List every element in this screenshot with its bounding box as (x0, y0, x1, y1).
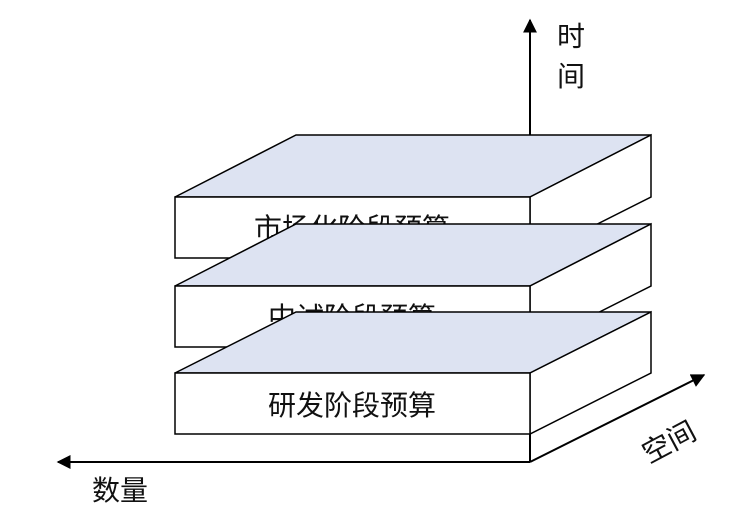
quantity-axis-label: 数量 (92, 474, 148, 507)
time-axis-label-1: 时 (557, 20, 585, 53)
space-axis (529, 374, 706, 463)
layer-front-face (174, 372, 531, 435)
time-axis-label-2: 间 (557, 60, 585, 93)
layer-label: 研发阶段预算 (268, 389, 436, 422)
layer-rd-stage: 研发阶段预算 (174, 310, 652, 436)
space-axis-label: 空间 (637, 414, 702, 469)
